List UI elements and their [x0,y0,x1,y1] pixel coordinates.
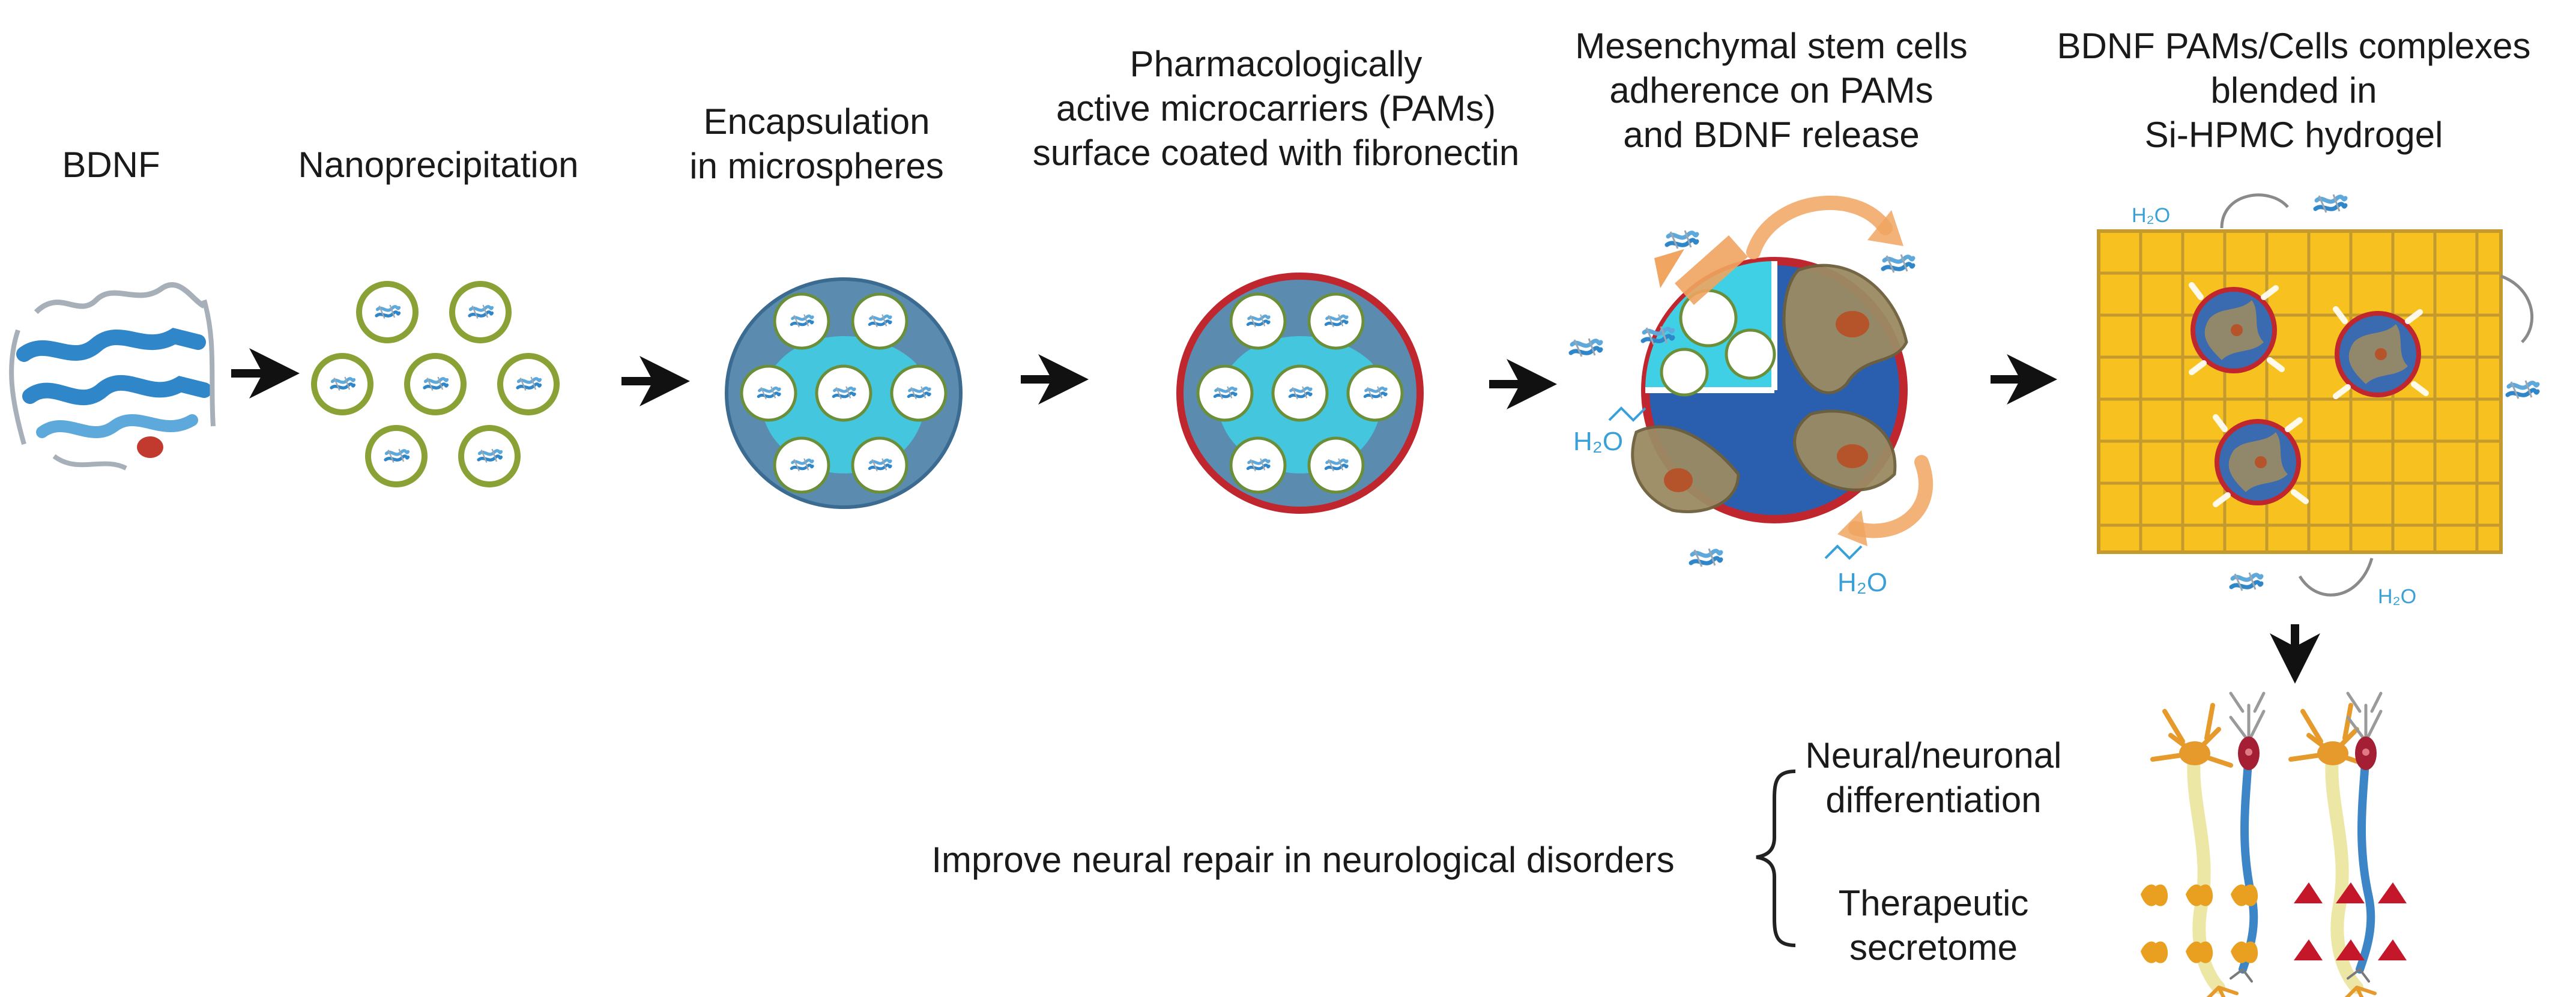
label-line: Improve neural repair in neurological di… [931,840,1675,880]
label-nanoprecipitation: Nanoprecipitation [270,143,606,187]
label-line: Therapeutic [1838,883,2029,923]
label-line: adherence on PAMs [1609,70,1934,110]
nanoparticle-icon [314,356,370,412]
label-line: Encapsulation [703,101,930,142]
nanoparticle-icon [461,428,518,484]
label-neural-differentiation: Neural/neuronal differentiation [1801,733,2066,822]
nanoparticle-icon [407,356,464,412]
released-bdnf-icon [1691,549,1721,567]
neuron-red-icon [2231,693,2264,981]
label-line: BDNF [62,145,160,185]
released-bdnf-icon [2315,194,2345,212]
label-line: Si-HPMC hydrogel [2144,115,2443,155]
released-bdnf-icon [1571,339,1601,357]
released-bdnf-icon [1883,255,1913,273]
label-line: blended in [2210,70,2377,110]
water-flow-icon [1824,544,1863,560]
pam-fibronectin-icon [1176,273,1424,514]
secretome-factor-icons [2294,882,2407,960]
secretome-protein-icons [2141,884,2258,963]
flow-arrow-head [1867,210,1903,246]
label-encapsulation: Encapsulation in microspheres [655,100,979,188]
label-line: Pharmacologically [1129,44,1423,84]
label-improve-neural-repair: Improve neural repair in neurological di… [877,838,1729,882]
microsphere-icon [725,277,963,509]
label-line: differentiation [1825,780,2042,820]
secretome-illustration [2141,882,2407,963]
water-flow-icon [1608,406,1646,422]
nanoparticle-icon [368,428,425,484]
label-hydrogel-complexes: BDNF PAMs/Cells complexes blended in Si-… [2024,24,2564,157]
water-label: H₂O [2378,585,2416,608]
label-line: BDNF PAMs/Cells complexes [2057,26,2531,66]
released-bdnf-icon [2231,573,2261,591]
nanoparticle-cluster [314,284,557,484]
msc-pam-icon [1631,235,1908,523]
label-line: active microcarriers (PAMs) [1056,88,1496,128]
label-pams: Pharmacologically active microcarriers (… [997,42,1555,175]
label-line: and BDNF release [1623,115,1920,155]
label-line: secretome [1849,927,2018,968]
label-bdnf: BDNF [36,143,186,187]
nanoparticle-icon [359,284,416,340]
released-bdnf-icon [1667,230,1697,248]
hydrogel-block-icon [2097,229,2503,554]
water-label: H₂O [1837,568,1887,597]
release-flow-arrows [1746,195,1933,538]
released-bdnf-icon [2508,381,2538,399]
outcome-brace [1756,770,1796,947]
water-label: H₂O [2132,204,2170,227]
bdnf-protein-icon [9,282,216,471]
label-line: surface coated with fibronectin [1032,133,1520,173]
label-therapeutic-secretome: Therapeutic secretome [1813,881,2054,970]
label-line: Mesenchymal stem cells [1575,26,1968,66]
label-msc-adherence: Mesenchymal stem cells adherence on PAMs… [1537,24,2006,157]
flow-arrow-head [1837,510,1867,546]
water-label: H₂O [1573,427,1623,456]
hydrogel-release-arrows [2220,193,2534,597]
label-line: Neural/neuronal [1805,735,2062,776]
nanoparticle-icon [452,284,509,340]
nanoparticle-icon [500,356,557,412]
label-line: in microspheres [689,146,944,186]
label-line: Nanoprecipitation [298,145,579,185]
